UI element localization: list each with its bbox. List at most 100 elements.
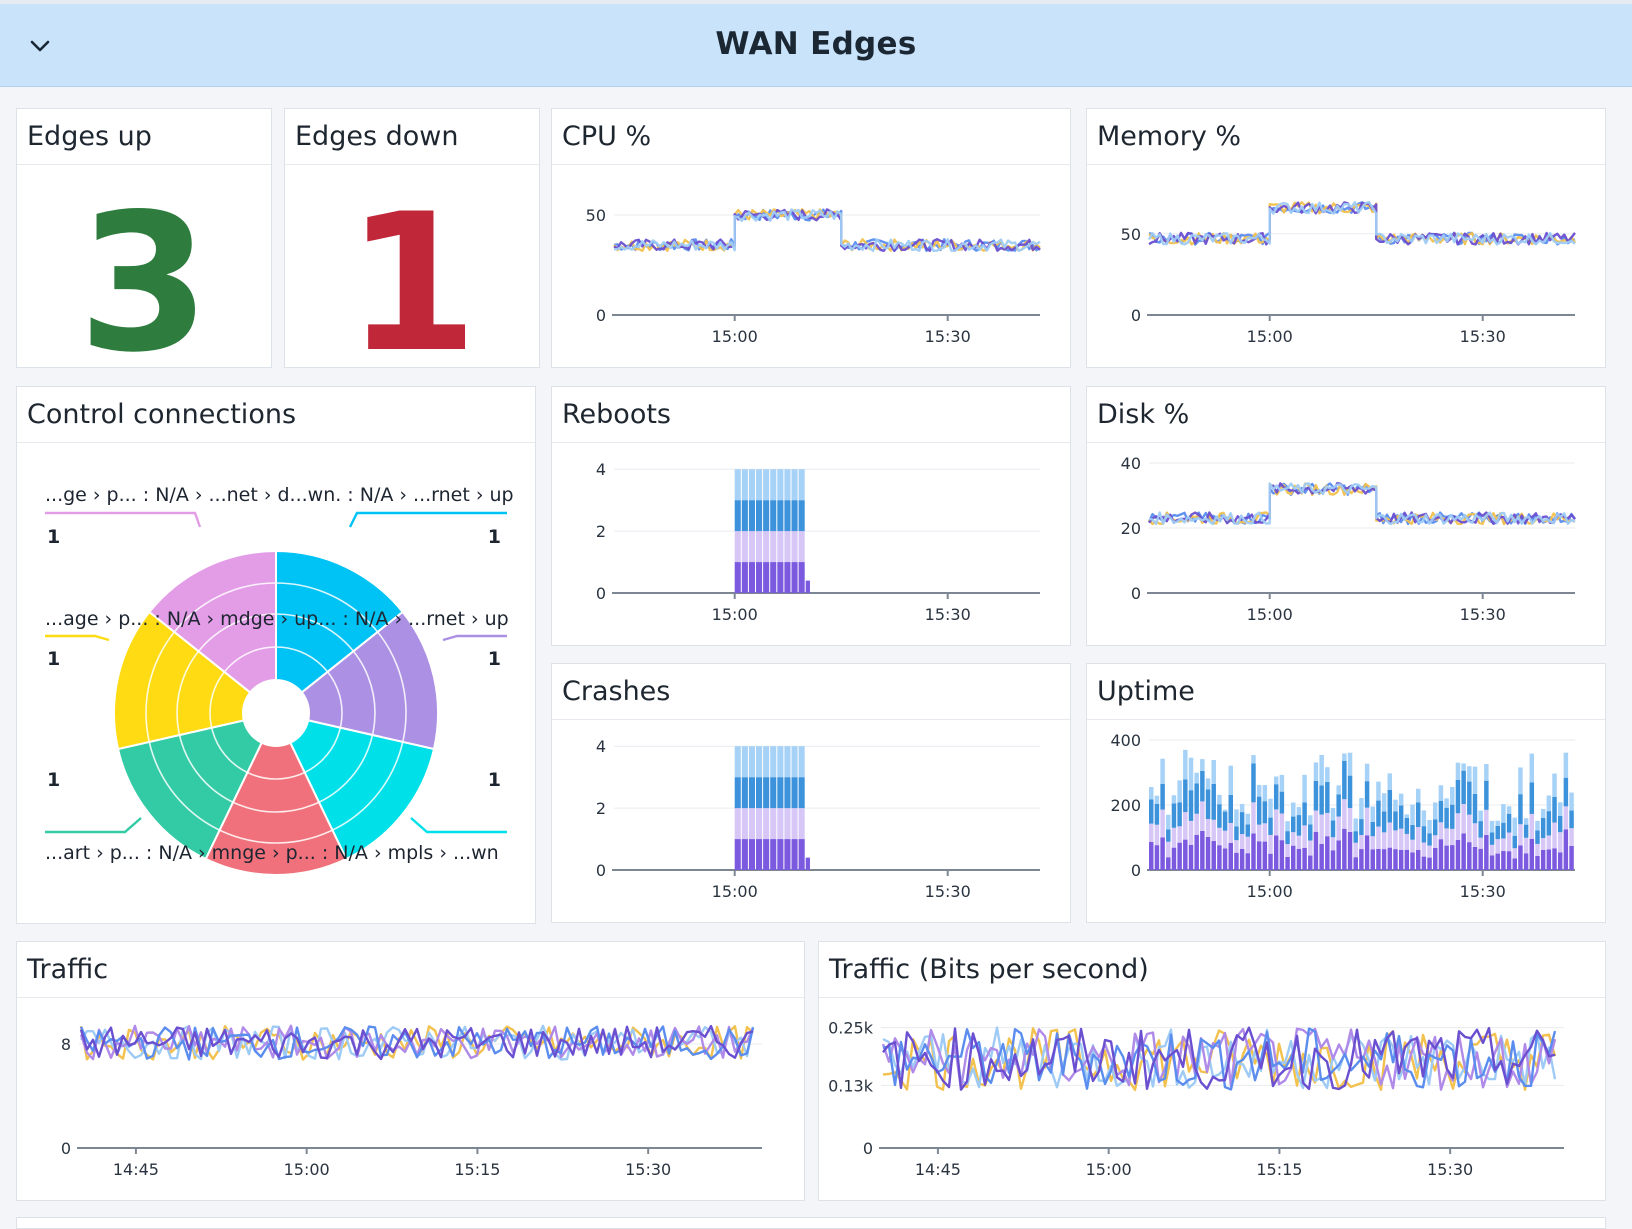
control-connections-chart: ...ge › p... : N/A › ...net › d...wn. : … [45, 484, 514, 876]
bar-segment [1478, 848, 1483, 870]
series-line [1147, 200, 1576, 246]
edges-up-panel[interactable]: Edges up 3 [16, 108, 272, 389]
bar-segment [1262, 785, 1268, 802]
bar-segment [1313, 831, 1319, 870]
bar-segment [1546, 795, 1552, 812]
bar-segment [805, 857, 810, 870]
bar-segment [1228, 765, 1233, 795]
bar-segment [1540, 849, 1546, 870]
y-tick-label: 0 [596, 861, 606, 880]
bar-segment [784, 500, 791, 532]
bar-segment [1319, 843, 1324, 870]
bar-segment [1228, 842, 1233, 870]
control-connections-panel[interactable]: Control connections ...ge › p... : N/A ›… [16, 386, 536, 924]
bar-segment [748, 839, 755, 870]
bar-segment [1194, 772, 1199, 784]
bar-segment [1342, 828, 1347, 870]
bar-segment [1370, 836, 1375, 850]
bar-segment [1376, 848, 1381, 870]
bar-segment [1154, 795, 1160, 804]
panel-title: Traffic [17, 942, 804, 998]
x-tick-label: 15:00 [712, 882, 758, 901]
pie-ring [209, 646, 343, 780]
bar-segment [1557, 832, 1563, 853]
leader-line [45, 511, 202, 528]
y-tick-label: 20 [1121, 519, 1141, 538]
bar-segment [734, 500, 741, 532]
bar-segment [1472, 823, 1478, 847]
x-tick-label: 15:00 [1086, 1160, 1132, 1179]
edges-down-panel[interactable]: Edges down 1 [284, 108, 540, 389]
bar-segment [1291, 845, 1296, 870]
bar-segment [791, 746, 798, 778]
bar-segment [1364, 835, 1370, 870]
leader-line [442, 634, 507, 642]
bar-segment [1302, 802, 1307, 826]
bar-segment [1461, 833, 1466, 870]
bar-segment [1251, 833, 1256, 870]
bar-segment [1512, 817, 1517, 836]
bar-segment [1200, 770, 1205, 802]
bar-segment [770, 531, 777, 563]
bar-segment [1188, 820, 1194, 845]
bar-segment [798, 839, 805, 870]
bar-segment [1415, 802, 1421, 827]
bar-segment [763, 562, 770, 593]
bar-segment [1222, 830, 1228, 849]
bar-segment [1512, 848, 1517, 859]
bar-segment [1239, 812, 1245, 835]
bar-segment [763, 808, 770, 840]
bar-segment [1569, 792, 1574, 811]
bar-segment [1529, 753, 1535, 783]
bar-segment [1450, 786, 1455, 805]
x-tick-label: 15:30 [925, 327, 971, 346]
bar-segment [1427, 857, 1432, 870]
bar-segment [1285, 856, 1290, 870]
bar-segment [1160, 758, 1165, 784]
bar-segment [777, 562, 784, 593]
bar-segment [1245, 853, 1251, 870]
bar-segment [798, 808, 805, 840]
bar-segment [1501, 838, 1506, 852]
bar-segment [1256, 784, 1262, 797]
connection-label: ...art › p... : N/A › mnge › p... : N/A … [45, 842, 499, 864]
bar-segment [1228, 794, 1233, 823]
bar-segment [1523, 853, 1529, 870]
bar-segment [763, 469, 770, 501]
bar-segment [1256, 841, 1262, 870]
bar-segment [1495, 820, 1500, 826]
bar-segment [1540, 808, 1546, 819]
bar-segment [777, 500, 784, 532]
section-header[interactable]: WAN Edges [0, 4, 1632, 87]
bar-segment [1381, 849, 1387, 870]
bar-segment [1518, 767, 1523, 795]
bar-segment [1427, 819, 1432, 834]
chevron-down-icon[interactable] [28, 34, 52, 58]
bar-segment [1291, 802, 1296, 817]
bar-segment [1183, 779, 1188, 813]
x-tick-label: 15:30 [1427, 1160, 1473, 1179]
bar-segment [798, 500, 805, 532]
y-tick-label: 0 [1131, 861, 1141, 880]
bar-segment [756, 469, 763, 501]
panel-title: Crashes [552, 664, 1070, 720]
panel-title: Disk % [1087, 387, 1605, 443]
bar-segment [1455, 839, 1461, 870]
bar-segment [1523, 818, 1529, 825]
bar-segment [1353, 842, 1358, 858]
bar-segment [741, 531, 748, 563]
bar-segment [1217, 794, 1222, 805]
bar-segment [784, 839, 791, 870]
bar-segment [1489, 844, 1495, 856]
bar-segment [1228, 822, 1233, 843]
